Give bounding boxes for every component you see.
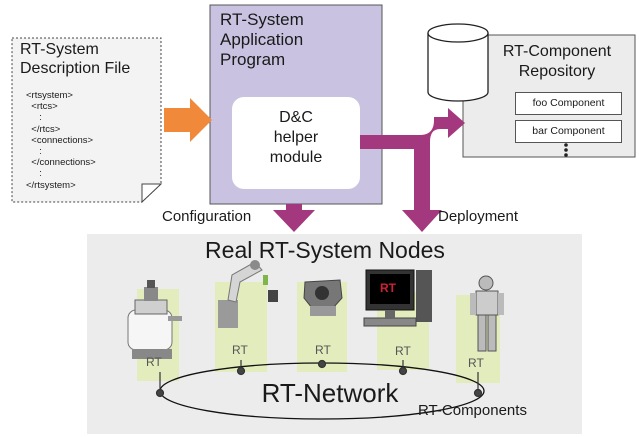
network-node-dot [155,388,165,398]
mobile-robot-icon [127,280,182,359]
deployment-arrows [273,108,465,232]
more-components-dots [564,143,568,157]
configuration-label: Configuration [162,208,252,225]
deployment-arrow [360,108,465,232]
rt-components-label: RT-Components [418,402,527,419]
orange-arrow [164,98,212,142]
robot-arm-icon [218,260,278,328]
helper-label-line: helper [273,129,319,146]
svg-text:RT: RT [315,343,331,357]
repository-title-line: RT-Component [502,43,612,60]
description-file-code: <rtsystem> <rtcs> : </rtcs> <connections… [26,90,96,191]
svg-text:RT: RT [380,281,397,295]
svg-text:RT: RT [468,356,484,370]
svg-text:RT: RT [146,355,162,369]
database-icon [427,23,489,102]
humanoid-icon [470,275,504,352]
network-node-dot [317,359,327,369]
helper-module-label: D&C helper module [232,108,360,168]
repository-title-line: Repository [518,63,596,80]
application-title: RT-System Application Program [220,10,304,70]
description-file-title: RT-System Description File [20,40,130,78]
component-item: foo Component [515,92,622,115]
helper-label-line: module [269,149,323,166]
helper-module-box [232,97,360,189]
application-title-line: Program [220,50,286,69]
nodes-title: Real RT-System Nodes [205,237,445,263]
network-node-dot [473,388,483,398]
repository-title: RT-Component Repository [482,42,632,82]
svg-text:RT: RT [232,343,248,357]
rt-logos: RT RT RT RT RT [146,343,484,370]
network-node-dot [398,366,408,376]
deployment-label: Deployment [438,208,519,225]
application-title-line: Application [220,30,304,49]
network-node-dot [236,366,246,376]
component-item: bar Component [515,120,622,143]
description-file-title-line: RT-System [20,41,99,58]
computer-icon: RT [363,269,432,327]
description-file-title-line: Description File [20,60,131,77]
camera-head-icon [303,279,343,316]
network-connectors [155,359,483,398]
configuration-arrow [273,204,315,232]
rt-network-label: RT-Network [261,378,399,408]
folded-corner [141,183,163,204]
helper-label-line: D&C [279,109,313,126]
svg-text:RT: RT [395,344,411,358]
application-title-line: RT-System [220,10,304,29]
